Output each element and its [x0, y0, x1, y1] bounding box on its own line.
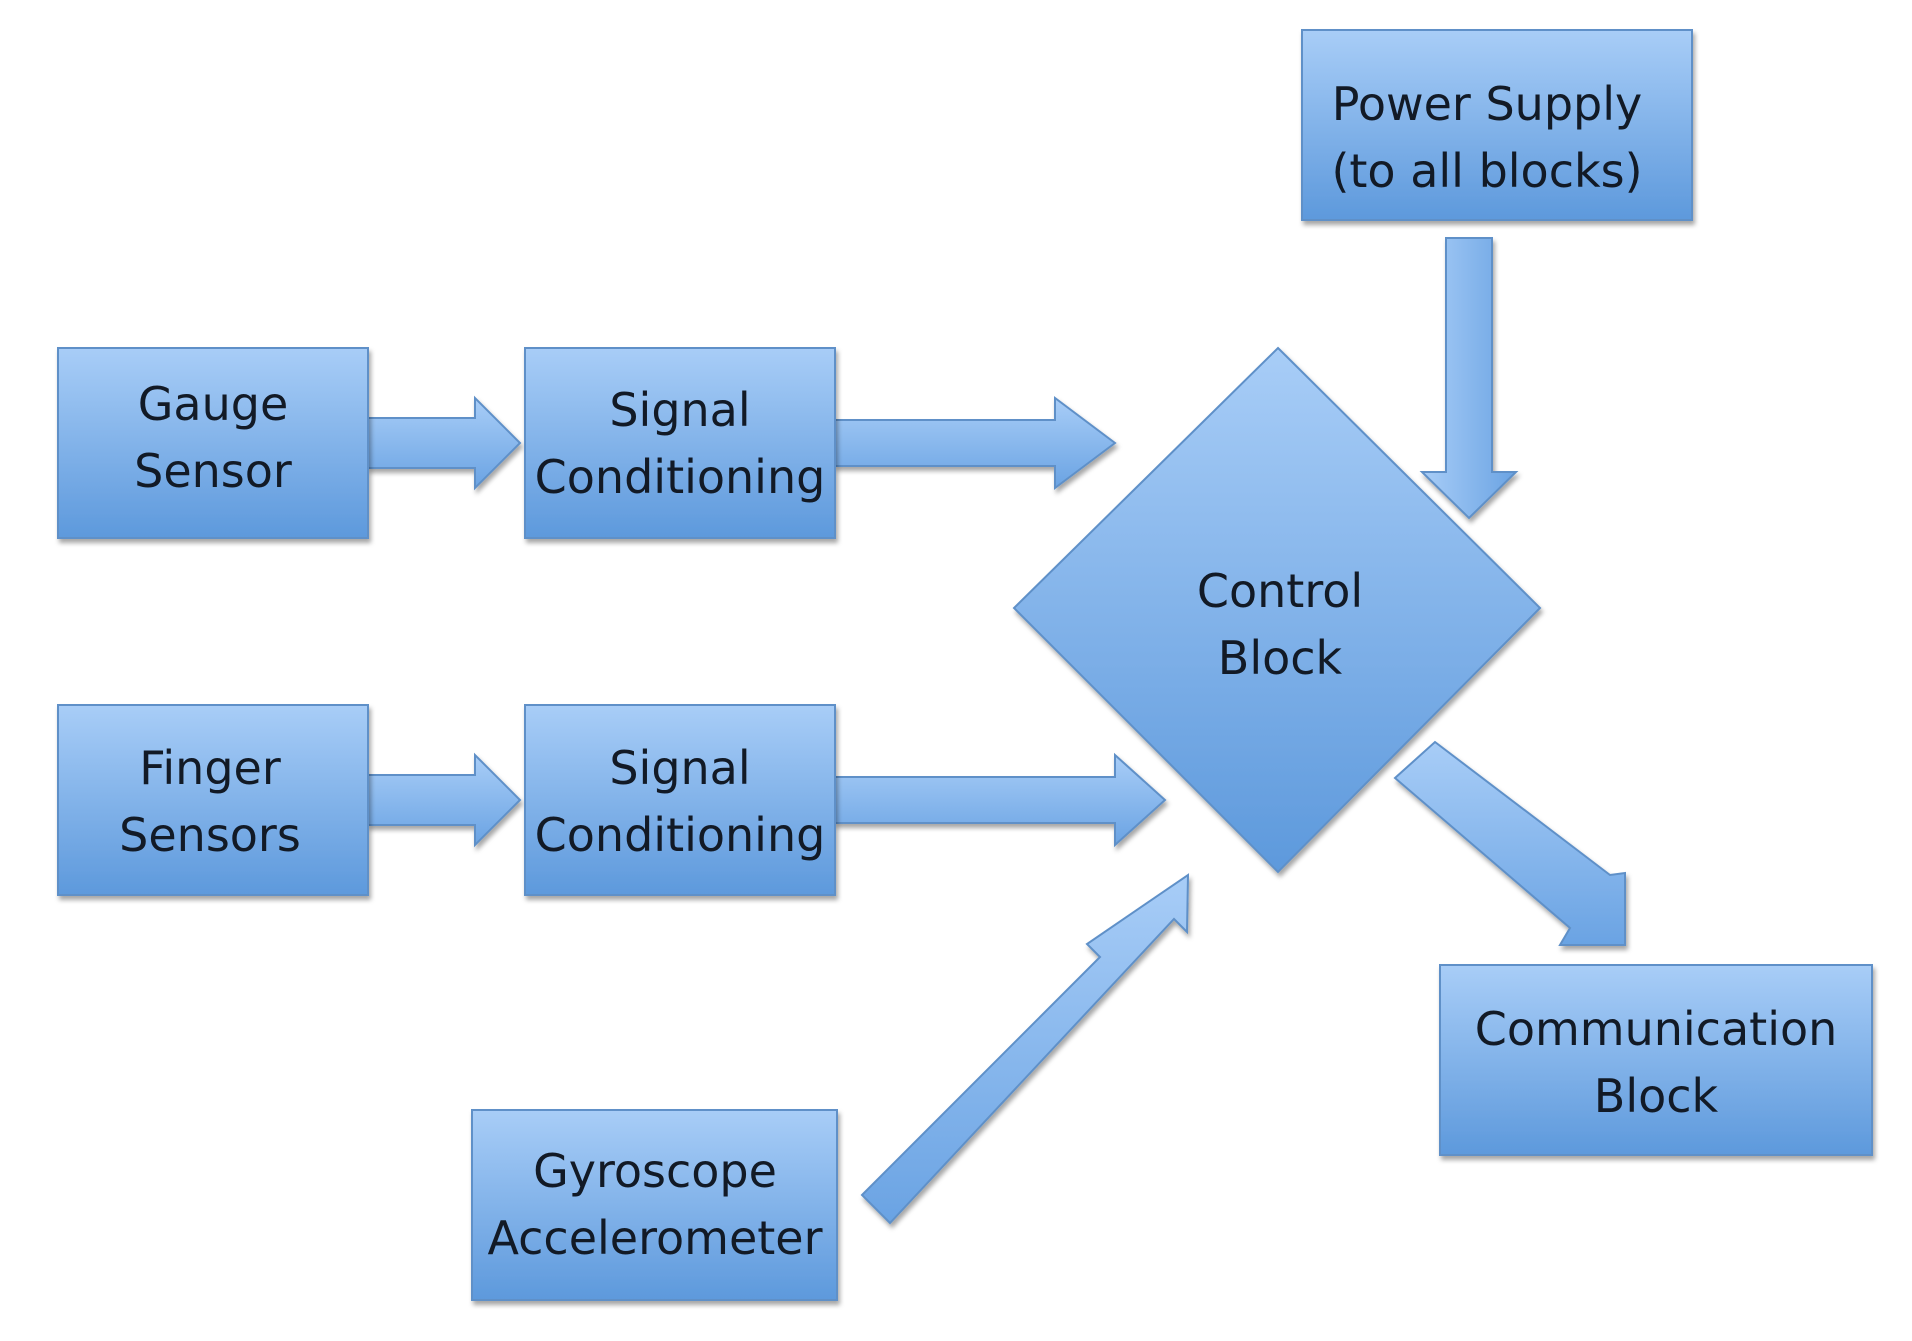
node-signal-conditioning-bottom-line-1: Signal — [609, 741, 750, 795]
arrow-signal-top-to-control — [834, 396, 1117, 490]
node-signal-conditioning-top-line-1: Signal — [609, 383, 750, 437]
node-gauge-sensor: Gauge Sensor — [57, 347, 369, 539]
arrow-signal-bottom-to-control — [834, 752, 1167, 848]
node-finger-sensors: Finger Sensors — [57, 704, 369, 896]
node-gyroscope-accelerometer-line-2: Accelerometer — [487, 1211, 822, 1265]
arrow-gyroscope-to-control — [860, 873, 1190, 1225]
node-gyroscope-accelerometer-line-1: Gyroscope — [533, 1144, 777, 1198]
node-gauge-sensor-line-2: Sensor — [134, 444, 292, 498]
node-signal-conditioning-top: Signal Conditioning — [524, 347, 836, 539]
node-signal-conditioning-bottom-line-2: Conditioning — [535, 808, 826, 862]
node-power-supply-line-2: (to all blocks) — [1331, 144, 1642, 198]
arrow-power-to-control — [1419, 237, 1519, 520]
node-communication-block: Communication Block — [1439, 964, 1873, 1156]
node-communication-block-line-1: Communication — [1475, 1002, 1838, 1056]
node-finger-sensors-line-1: Finger — [139, 741, 281, 795]
node-power-supply-line-1: Power Supply — [1332, 77, 1642, 131]
arrow-finger-to-signal-bottom — [367, 752, 522, 848]
node-gyroscope-accelerometer: Gyroscope Accelerometer — [471, 1109, 838, 1301]
node-signal-conditioning-top-line-2: Conditioning — [535, 450, 826, 504]
node-control-block-line-2: Block — [1218, 631, 1343, 685]
arrows — [367, 237, 1626, 1225]
arrow-control-to-communication — [1393, 740, 1626, 946]
node-finger-sensors-line-2: Sensors — [119, 808, 301, 862]
arrow-gauge-to-signal-top — [367, 395, 522, 491]
node-power-supply: Power Supply (to all blocks) — [1301, 29, 1693, 221]
node-gauge-sensor-line-1: Gauge — [138, 377, 289, 431]
node-signal-conditioning-bottom: Signal Conditioning — [524, 704, 836, 896]
node-communication-block-line-2: Block — [1594, 1069, 1719, 1123]
node-control-block-line-1: Control — [1197, 564, 1363, 618]
node-control-block: Control Block — [1012, 346, 1542, 874]
